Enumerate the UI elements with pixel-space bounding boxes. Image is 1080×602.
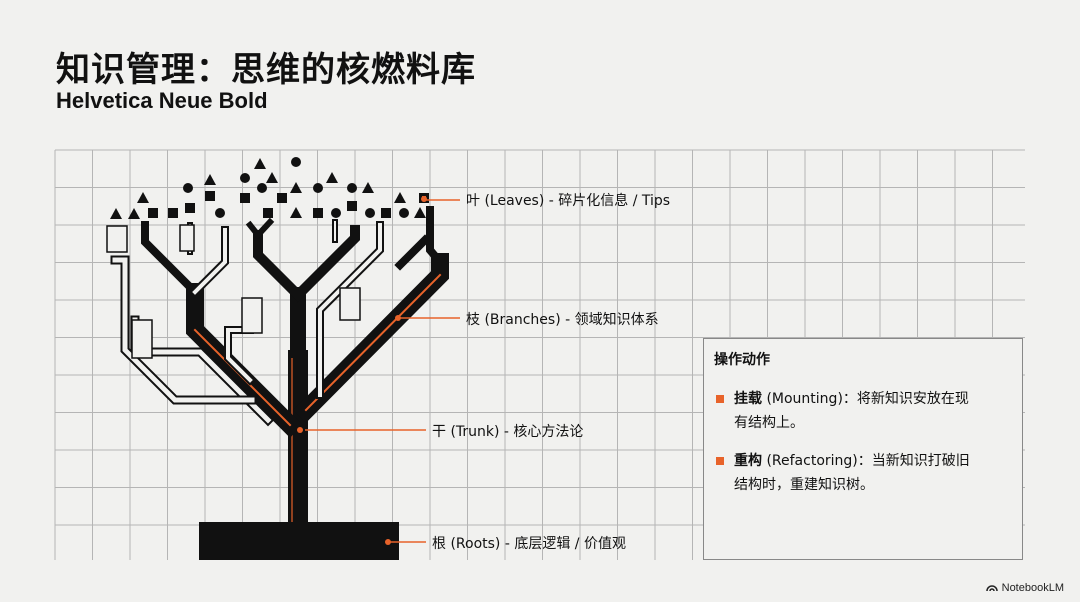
panel-title: 操作动作 xyxy=(714,352,770,368)
action-detail: (Mounting)：将新知识安放在现 xyxy=(766,391,969,407)
leaf-square-icon xyxy=(168,208,178,218)
leaf-circle-icon xyxy=(313,183,323,193)
leaf-square-icon xyxy=(313,208,323,218)
branch-right-main xyxy=(293,253,449,423)
action-detail-cont: 结构时，重建知识树。 xyxy=(734,477,874,493)
action-name: 挂载 xyxy=(734,391,762,407)
leaf-triangle-icon xyxy=(394,192,406,203)
branch-right-upper xyxy=(426,206,446,268)
trunk-core-highlight xyxy=(291,350,293,522)
leaf-square-icon xyxy=(185,203,195,213)
notebooklm-logo-icon xyxy=(985,585,998,592)
leaf-square-icon xyxy=(263,208,273,218)
leaf-circle-icon xyxy=(240,173,250,183)
leaf-box xyxy=(106,225,128,253)
branch-left-outer-2-inner xyxy=(112,257,255,403)
branch-right-main-core xyxy=(304,273,442,412)
branch-left-mid-inner xyxy=(226,328,253,383)
leaf-triangle-icon xyxy=(362,182,374,193)
leaf-circle-icon xyxy=(365,208,375,218)
branch-right-small xyxy=(394,234,431,271)
leaf-circle-icon xyxy=(291,157,301,167)
leaf-square-icon xyxy=(381,208,391,218)
leaf-triangle-icon xyxy=(290,182,302,193)
page-title: 知识管理：思维的核燃料库 xyxy=(56,50,476,90)
leaf-circle-icon xyxy=(215,208,225,218)
leaf-triangle-icon xyxy=(290,207,302,218)
leaf-triangle-icon xyxy=(128,208,140,219)
leaf-triangle-icon xyxy=(266,172,278,183)
leaf-square-icon xyxy=(240,193,250,203)
leaf-circle-icon xyxy=(257,183,267,193)
leaf-triangle-icon xyxy=(414,207,426,218)
action-item-refactoring: 重构 (Refactoring)：当新知识打破旧 结构时，重建知识树。 xyxy=(714,449,1012,497)
action-name: 重构 xyxy=(734,453,762,469)
leaf-triangle-icon xyxy=(110,208,122,219)
leader-dots xyxy=(297,196,427,545)
leaf-circle-icon xyxy=(347,183,357,193)
leaf-box xyxy=(131,319,153,359)
action-detail: (Refactoring)：当新知识打破旧 xyxy=(766,453,970,469)
actions-panel: 操作动作 挂载 (Mounting)：将新知识安放在现 有结构上。 重构 (Re… xyxy=(703,338,1023,560)
leader-lines xyxy=(305,199,460,543)
label-roots: 根 (Roots) - 底层逻辑 / 价值观 xyxy=(432,536,626,552)
label-leaves: 叶 (Leaves) - 碎片化信息 / Tips xyxy=(466,192,670,209)
brand-footer: NotebookLM xyxy=(985,582,1064,594)
action-item-mounting: 挂载 (Mounting)：将新知识安放在现 有结构上。 xyxy=(714,387,1012,435)
leaf-triangle-icon xyxy=(137,192,149,203)
bullet-square-icon xyxy=(716,395,724,403)
page-subtitle: Helvetica Neue Bold xyxy=(56,88,268,113)
leaf-triangle-icon xyxy=(254,158,266,169)
branch-center-left xyxy=(253,230,306,303)
branch-left-upper-2-inner xyxy=(192,228,227,295)
leaf-box xyxy=(339,287,361,321)
action-detail-cont: 有结构上。 xyxy=(734,415,804,431)
leaf-boxes xyxy=(106,224,361,359)
bullet-square-icon xyxy=(716,457,724,465)
leaf-square-icon xyxy=(277,193,287,203)
leaf-box xyxy=(179,224,195,252)
label-trunk: 干 (Trunk) - 核心方法论 xyxy=(432,424,583,440)
leaf-box xyxy=(241,297,263,334)
leaf-circle-icon xyxy=(399,208,409,218)
brand-name: NotebookLM xyxy=(1001,582,1064,594)
branch-left-upper-2 xyxy=(189,226,229,298)
leaf-square-icon xyxy=(205,191,215,201)
leaf-circle-icon xyxy=(331,208,341,218)
label-branches: 枝 (Branches) - 领域知识体系 xyxy=(466,311,659,328)
leaf-triangle-icon xyxy=(326,172,338,183)
leaf-circle-icon xyxy=(183,183,193,193)
leaf-square-icon xyxy=(347,201,357,211)
branch-left-upper xyxy=(141,221,201,298)
leaf-square-icon xyxy=(148,208,158,218)
roots-block xyxy=(199,522,399,560)
leaf-triangle-icon xyxy=(204,174,216,185)
branch-center-left-up-2 xyxy=(245,220,263,240)
branch-right-outer-inner xyxy=(318,223,382,397)
branch-center-right xyxy=(290,225,360,303)
branches xyxy=(110,206,449,438)
